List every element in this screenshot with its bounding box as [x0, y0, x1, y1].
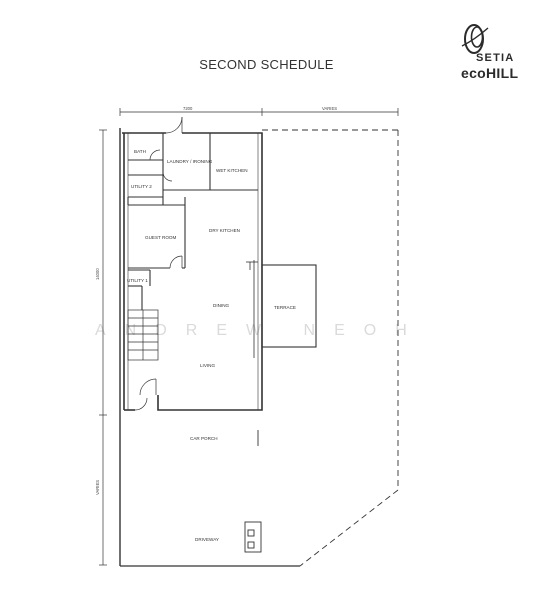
- logo-line-setia: SETIA: [476, 52, 515, 64]
- staircase: [127, 309, 159, 361]
- setia-ecohill-logo: SETIA ecoHILL: [452, 22, 532, 92]
- logo-line-ecohill: ecoHILL: [461, 65, 519, 81]
- room-living: LIVING: [200, 363, 215, 368]
- door-swings: [134, 116, 183, 411]
- room-bath: BATH: [134, 149, 146, 154]
- terrace-outline: [261, 264, 317, 348]
- watermark-text: ANDREW NEOH: [95, 322, 426, 339]
- room-driveway: DRIVEWAY: [195, 537, 219, 542]
- room-wet-kitchen: WET KITCHEN: [216, 168, 248, 173]
- room-dry-kitchen: DRY KITCHEN: [209, 228, 240, 233]
- interior-walls: [127, 133, 258, 310]
- room-terrace: TERRACE: [274, 305, 296, 310]
- room-laundry: LAUNDRY / IRONING: [167, 159, 213, 164]
- dim-top-right: VARIES: [322, 106, 337, 111]
- house-outline: [122, 132, 263, 411]
- dim-top-left: 7200: [183, 106, 193, 111]
- dim-left-upper: 14000: [95, 268, 100, 280]
- leaf-logo-icon: [461, 24, 489, 54]
- room-utility-2: UTILITY 2: [131, 184, 152, 189]
- porch-details: [244, 430, 262, 553]
- room-utility-1: UTILITY 1: [127, 278, 148, 283]
- room-car-porch: CAR PORCH: [190, 436, 218, 441]
- room-guest-room: GUEST ROOM: [145, 235, 176, 240]
- dim-left-lower: VARIES: [95, 480, 100, 495]
- lot-boundary: [262, 129, 399, 567]
- sliding-doors: [246, 260, 258, 358]
- dimension-lines: [99, 108, 399, 566]
- page-title: SECOND SCHEDULE: [199, 57, 334, 72]
- room-dining: DINING: [213, 303, 230, 308]
